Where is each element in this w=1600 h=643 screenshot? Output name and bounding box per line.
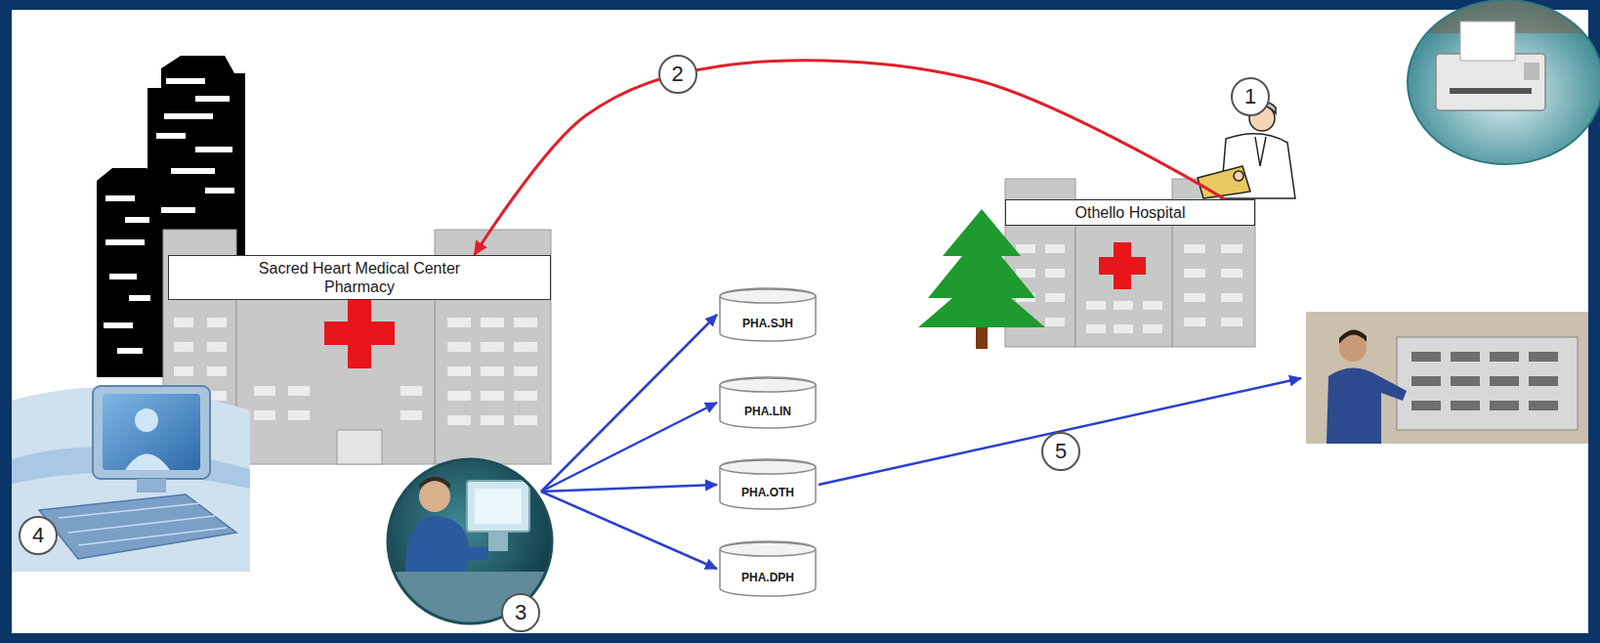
callout-number: 5 xyxy=(1041,431,1081,471)
database-cylinder: PHA.DPH xyxy=(718,541,817,597)
cylinder-outline xyxy=(718,459,817,510)
callout-number: 2 xyxy=(658,54,698,94)
cylinder-top xyxy=(719,289,816,303)
computer-illustration xyxy=(11,385,251,572)
node-text: PHA.DPH xyxy=(741,570,795,585)
node-text: Othello Hospital xyxy=(1075,203,1186,222)
node-text: Sacred Heart Medical Center Pharmacy xyxy=(237,258,482,296)
callout-number: 3 xyxy=(501,592,541,632)
cylinder-outline xyxy=(718,377,817,429)
building-sign: Othello Hospital xyxy=(1005,199,1256,226)
node-text: PHA.OTH xyxy=(741,485,795,500)
node-text: PHA.LIN xyxy=(744,404,792,419)
cylinder-body xyxy=(719,459,816,509)
othello-building xyxy=(1005,178,1256,347)
database-arrows xyxy=(541,314,1302,569)
callout-number: 1 xyxy=(1230,77,1270,117)
machine-photo xyxy=(1305,311,1589,444)
canvas-ground xyxy=(11,9,1589,633)
cylinder-top xyxy=(719,378,816,392)
callout-number: 4 xyxy=(18,515,58,555)
database-cylinder: PHA.OTH xyxy=(718,459,817,510)
fax-photo xyxy=(1407,0,1600,167)
cylinder-body xyxy=(719,377,816,428)
cylinder-outline xyxy=(718,288,817,342)
cylinder-outline xyxy=(718,541,817,597)
cylinder-body xyxy=(719,541,816,596)
cylinder-top xyxy=(719,460,816,474)
node-text: PHA.SJH xyxy=(742,316,794,331)
database-cylinder: PHA.LIN xyxy=(718,377,817,429)
database-cylinder: PHA.SJH xyxy=(718,288,817,342)
building-sign: Sacred Heart Medical Center Pharmacy xyxy=(168,254,551,300)
cylinder-top xyxy=(719,542,816,556)
pine-tree xyxy=(918,209,1046,349)
cylinder-body xyxy=(719,288,816,341)
